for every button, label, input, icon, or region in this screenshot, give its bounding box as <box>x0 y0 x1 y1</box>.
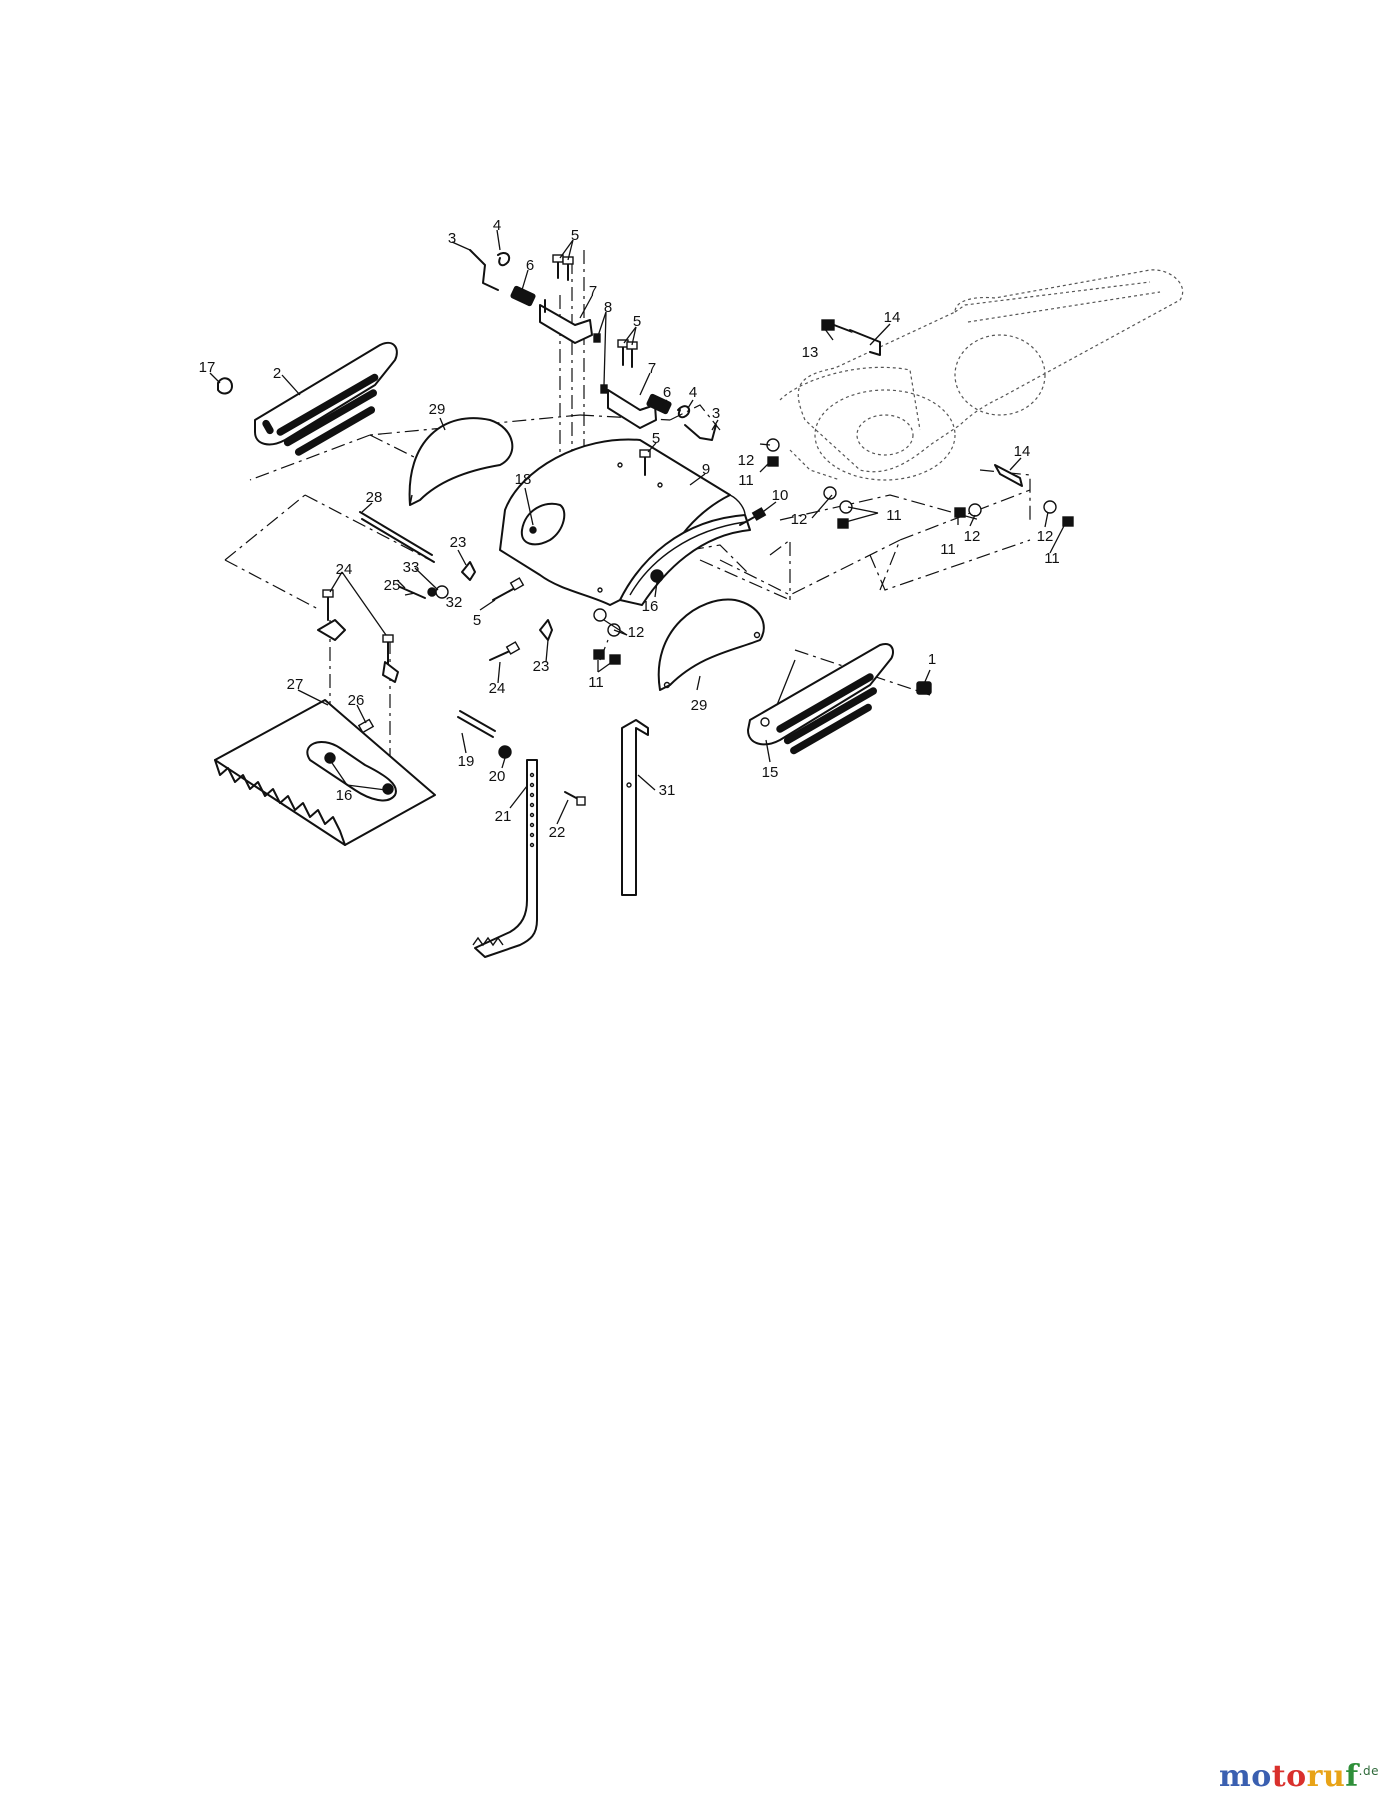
tine-housing-phantom <box>779 269 1184 481</box>
side-plate-right <box>747 643 894 755</box>
callout-17: 17 <box>199 359 216 376</box>
callout-9: 9 <box>702 461 710 478</box>
callout-12: 12 <box>738 452 755 469</box>
callout-11: 11 <box>1044 550 1060 567</box>
callout-12: 12 <box>628 624 645 641</box>
callout-7: 7 <box>589 283 597 300</box>
lower-left-hardware <box>217 377 621 683</box>
tine-shield-right <box>657 598 765 691</box>
callout-12: 12 <box>964 528 981 545</box>
callout-1: 1 <box>928 651 936 668</box>
motoruf-watermark: motoruf.de <box>1219 1759 1379 1794</box>
callout-11: 11 <box>588 674 604 691</box>
callout-23: 23 <box>533 658 550 675</box>
upper-hardware <box>469 249 1074 695</box>
depth-stake-assembly <box>457 710 649 958</box>
callout-31: 31 <box>659 782 676 799</box>
callout-4: 4 <box>493 217 501 234</box>
callout-11: 11 <box>886 507 902 524</box>
callout-3: 3 <box>448 230 456 247</box>
watermark-part-3: ru <box>1306 1759 1346 1794</box>
callout-5: 5 <box>571 227 579 244</box>
tine-shield-left <box>408 417 514 506</box>
callout-26: 26 <box>348 692 365 709</box>
callout-5: 5 <box>633 313 641 330</box>
callout-5: 5 <box>652 430 660 447</box>
callout-22: 22 <box>549 824 566 841</box>
callout-labels: 3 4 6 5 7 8 5 7 6 4 3 5 9 10 12 11 13 14… <box>199 217 1060 841</box>
callout-13: 13 <box>802 344 819 361</box>
callout-21: 21 <box>495 808 512 825</box>
drag-stake-plate <box>214 699 436 846</box>
callout-8: 8 <box>604 299 612 316</box>
callout-29: 29 <box>429 401 446 418</box>
watermark-part-1: mo <box>1219 1759 1272 1794</box>
leader-lines <box>209 229 1067 825</box>
watermark-suffix: .de <box>1358 1764 1379 1778</box>
callout-14: 14 <box>884 309 901 326</box>
callout-19: 19 <box>458 753 475 770</box>
callout-32: 32 <box>446 594 463 611</box>
callout-16: 16 <box>642 598 659 615</box>
callout-24: 24 <box>489 680 506 697</box>
tine-hood <box>499 438 751 606</box>
side-plate-left <box>254 341 398 456</box>
watermark-part-2: to <box>1271 1759 1307 1794</box>
callout-11: 11 <box>738 472 754 489</box>
callout-12: 12 <box>791 511 808 528</box>
callout-16: 16 <box>336 787 353 804</box>
callout-23: 23 <box>450 534 467 551</box>
callout-5: 5 <box>473 612 481 629</box>
callout-6: 6 <box>663 384 671 401</box>
watermark-part-4: f <box>1345 1759 1359 1794</box>
callout-18: 18 <box>515 471 532 488</box>
callout-25: 25 <box>384 577 401 594</box>
callout-11: 11 <box>940 541 956 558</box>
callout-2: 2 <box>273 365 281 382</box>
callout-29: 29 <box>691 697 708 714</box>
callout-33: 33 <box>403 559 420 576</box>
callout-14: 14 <box>1014 443 1031 460</box>
callout-10: 10 <box>772 487 789 504</box>
callout-27: 27 <box>287 676 304 693</box>
callout-24: 24 <box>336 561 353 578</box>
callout-3: 3 <box>712 405 720 422</box>
callout-28: 28 <box>366 489 383 506</box>
callout-6: 6 <box>526 257 534 274</box>
callout-7: 7 <box>648 360 656 377</box>
callout-12: 12 <box>1037 528 1054 545</box>
callout-4: 4 <box>689 384 697 401</box>
callout-15: 15 <box>762 764 779 781</box>
callout-20: 20 <box>489 768 506 785</box>
